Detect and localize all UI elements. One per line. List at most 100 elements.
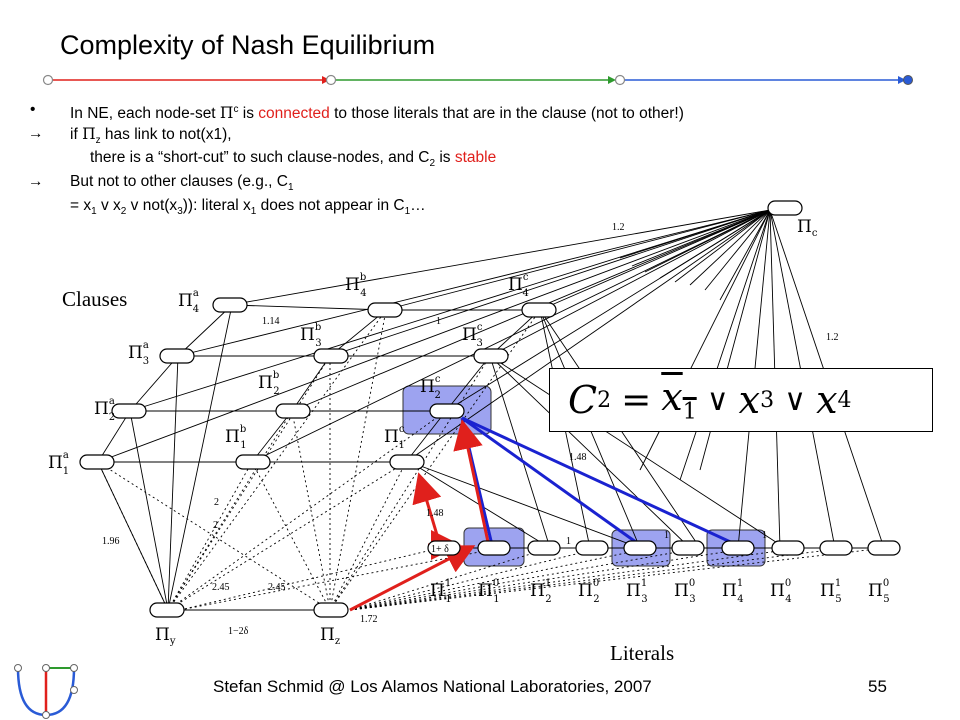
- edge-weight: 2: [214, 497, 219, 508]
- subscript: z: [95, 135, 101, 147]
- formula-sub: 4: [837, 387, 852, 413]
- edge-weight: 1: [664, 530, 669, 541]
- edge-weight: 1: [436, 316, 441, 327]
- pi-symbol: Π: [219, 104, 234, 123]
- footer-text: Stefan Schmid @ Los Alamos National Labo…: [213, 677, 652, 696]
- formula-negated-term: x1: [661, 375, 696, 425]
- bullet-text: is: [238, 105, 259, 123]
- edge-weight: 1+ δ: [431, 544, 449, 555]
- bullet-3: there is a “short-cut” to such clause-no…: [90, 146, 496, 176]
- highlight-box-literal: [706, 529, 766, 567]
- bullet-text: to those literals that are in the clause…: [329, 105, 684, 123]
- bullet-2: → if Πz has link to not(x1),: [28, 122, 232, 146]
- dotted-edges: [97, 309, 886, 611]
- header-dot-icon: [42, 74, 54, 86]
- edge-weight: 1.48: [569, 452, 587, 463]
- pi-symbol: Π: [82, 125, 96, 143]
- formula-lhs-sub: 2: [597, 387, 612, 413]
- node-py: [149, 602, 185, 618]
- bullet-text: But not to other clauses (e.g., C: [70, 173, 288, 190]
- highlight-box-literal: [611, 529, 671, 567]
- clause-row-edges: [97, 304, 786, 611]
- bullet-1: • In NE, each node-set Πc is connected t…: [30, 98, 684, 122]
- header-dot-icon: [903, 75, 913, 85]
- label-pi-c-root: Πc: [797, 217, 818, 239]
- node-pc: [767, 200, 803, 216]
- label-pi-y: Πy: [155, 625, 176, 647]
- bullet-text: is: [435, 149, 455, 166]
- subscript: 2: [429, 158, 436, 170]
- header-divider: [42, 74, 913, 86]
- edge-weight: 1.96: [102, 536, 120, 547]
- edge-weight: 1.14: [262, 316, 280, 327]
- bullet-text: v x: [96, 197, 121, 214]
- label-pi-z: Πz: [320, 625, 340, 647]
- formula-var: x: [816, 378, 838, 422]
- edge-weight: 1: [566, 536, 571, 547]
- bullet-5: = x1 v x2 v not(x3)): literal x1 does no…: [70, 194, 426, 224]
- subscript: 1: [91, 206, 97, 218]
- logo-icon: [14, 664, 78, 719]
- formula-or: ∨: [784, 382, 807, 418]
- superscript: c: [233, 104, 239, 115]
- literal-node-shapes: [427, 540, 901, 556]
- edge-weight: 1.72: [360, 614, 378, 625]
- arrow-right-icon: →: [28, 173, 44, 190]
- slide-title: Complexity of Nash Equilibrium: [60, 30, 436, 60]
- bullet-text: does not appear in C: [256, 197, 405, 214]
- bullet-text: …: [410, 197, 426, 214]
- bullet-text: there is a “short-cut” to such clause-no…: [90, 149, 430, 166]
- edge-weight: 1−2δ: [228, 626, 249, 637]
- edge-weight: 1: [762, 530, 767, 541]
- edge-weight: 2.45: [212, 582, 230, 593]
- formula-equals: =: [621, 379, 652, 421]
- edge-weight: 2: [213, 520, 218, 531]
- formula-sub: 1: [682, 399, 697, 425]
- edge-weight: 1.2: [612, 222, 625, 233]
- formula-lhs: C: [568, 378, 598, 422]
- formula-var: x: [738, 378, 761, 422]
- edge-weight: 1.48: [426, 508, 444, 519]
- header-dot-icon: [614, 74, 626, 86]
- node-pz: [313, 602, 349, 618]
- formula-var: x: [661, 375, 683, 420]
- bullet-text: = x: [70, 197, 92, 214]
- clauses-label: Clauses: [62, 287, 127, 311]
- highlight-connected: connected: [258, 105, 330, 123]
- blue-edges: [460, 416, 738, 547]
- highlight-box-c2: [402, 385, 492, 435]
- header-dot-icon: [325, 74, 337, 86]
- edge-weight: 1.2: [826, 332, 839, 343]
- arrow-right-icon: →: [28, 125, 44, 142]
- red-arrows: [349, 419, 490, 612]
- formula-sub: 3: [760, 387, 775, 413]
- bullet-text: v not(x: [126, 197, 178, 214]
- bullet-text: In NE, each node-set: [70, 105, 220, 123]
- bullet-text: has link to not(x1),: [100, 126, 232, 143]
- highlight-stable: stable: [454, 149, 497, 166]
- highlight-box-literal: [463, 527, 525, 567]
